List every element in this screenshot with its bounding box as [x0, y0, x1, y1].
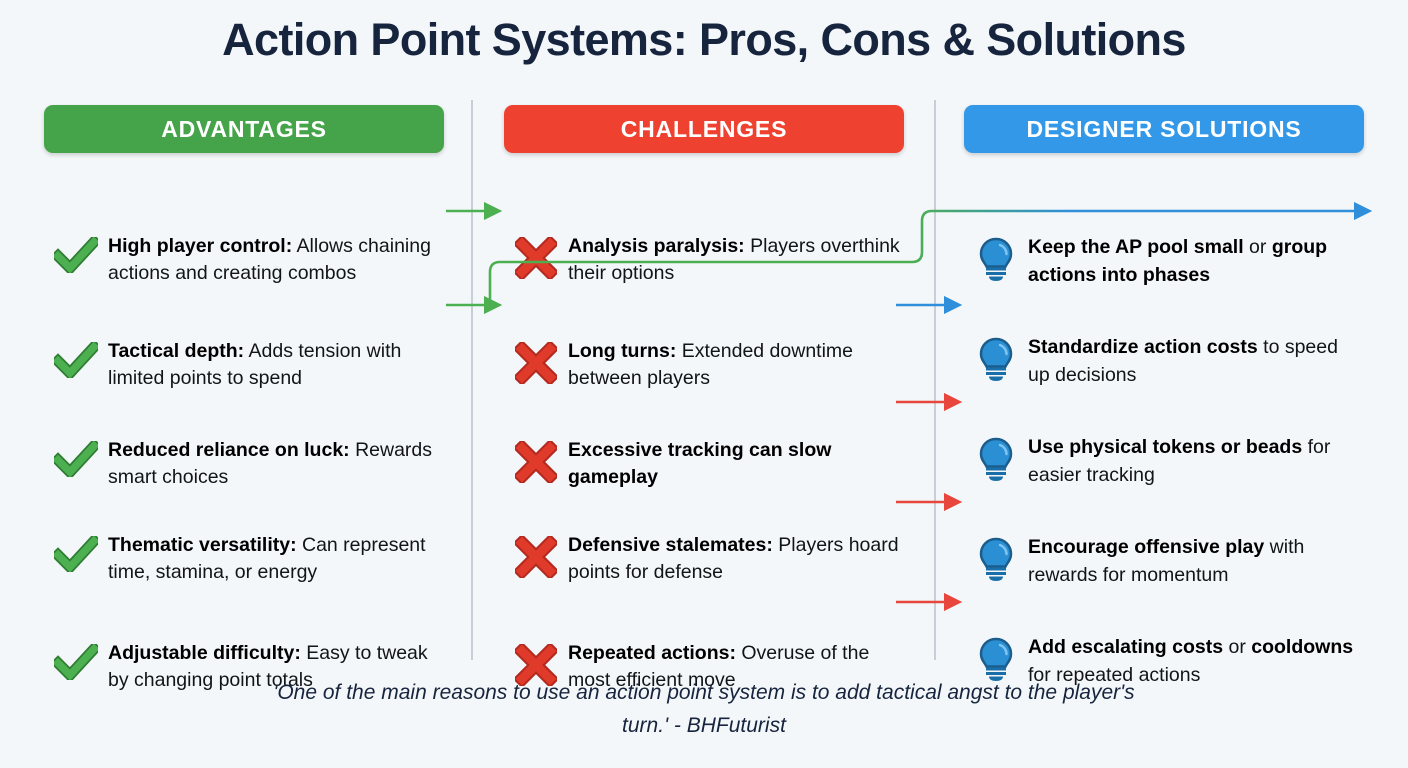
list-item: Encourage offensive play with rewards fo…: [964, 533, 1364, 589]
list-item: High player control: Allows chaining act…: [44, 233, 444, 287]
list-item-text: Add escalating costs or cooldowns for re…: [1028, 636, 1354, 686]
list-item-text: Reduced reliance on luck: Rewards smart …: [108, 439, 433, 488]
check-icon: [44, 640, 108, 680]
column-header-advantages: ADVANTAGES: [44, 105, 444, 153]
lightbulb-icon: [964, 533, 1028, 581]
column-solutions: DESIGNER SOLUTIONS Keep the AP pool smal…: [964, 105, 1364, 686]
lightbulb-icon: [964, 333, 1028, 381]
list-item-text: Repeated actions: Overuse of the most ef…: [568, 642, 870, 691]
list-item: Excessive tracking can slow gameplay: [504, 437, 904, 491]
list-item-text: Excessive tracking can slow gameplay: [568, 439, 832, 488]
column-advantages: ADVANTAGES High player control: Allows c…: [44, 105, 444, 691]
list-item: Thematic versatility: Can represent time…: [44, 532, 444, 586]
list-item: Keep the AP pool small or group actions …: [964, 233, 1364, 289]
list-item-text: High player control: Allows chaining act…: [108, 235, 431, 284]
list-item-text: Standardize action costs to speed up dec…: [1028, 336, 1338, 386]
check-icon: [44, 532, 108, 572]
list-item: Repeated actions: Overuse of the most ef…: [504, 640, 904, 694]
column-header-challenges: CHALLENGES: [504, 105, 904, 153]
list-item: Adjustable difficulty: Easy to tweak by …: [44, 640, 444, 694]
list-item-text: Thematic versatility: Can represent time…: [108, 534, 426, 583]
cross-icon: [504, 233, 568, 279]
column-challenges: CHALLENGES Analysis paralysis: Players o…: [504, 105, 904, 691]
list-item-text: Adjustable difficulty: Easy to tweak by …: [108, 642, 428, 691]
list-item: Long turns: Extended downtime between pl…: [504, 338, 904, 392]
check-icon: [44, 338, 108, 378]
list-item-text: Tactical depth: Adds tension with limite…: [108, 340, 402, 389]
list-item: Reduced reliance on luck: Rewards smart …: [44, 437, 444, 491]
list-item: Add escalating costs or cooldowns for re…: [964, 633, 1364, 689]
column-divider-right: [934, 100, 936, 660]
column-header-solutions: DESIGNER SOLUTIONS: [964, 105, 1364, 153]
list-item: Standardize action costs to speed up dec…: [964, 333, 1364, 389]
list-item: Analysis paralysis: Players overthink th…: [504, 233, 904, 287]
column-divider-left: [471, 100, 473, 660]
cross-icon: [504, 640, 568, 686]
list-item-text: Analysis paralysis: Players overthink th…: [568, 235, 900, 284]
lightbulb-icon: [964, 233, 1028, 281]
lightbulb-icon: [964, 633, 1028, 681]
list-item-text: Keep the AP pool small or group actions …: [1028, 236, 1328, 286]
check-icon: [44, 233, 108, 273]
lightbulb-icon: [964, 433, 1028, 481]
list-item: Tactical depth: Adds tension with limite…: [44, 338, 444, 392]
check-icon: [44, 437, 108, 477]
list-item-text: Use physical tokens or beads for easier …: [1028, 436, 1331, 486]
list-item: Use physical tokens or beads for easier …: [964, 433, 1364, 489]
list-item: Defensive stalemates: Players hoard poin…: [504, 532, 904, 586]
list-item-text: Long turns: Extended downtime between pl…: [568, 340, 854, 389]
cross-icon: [504, 338, 568, 384]
cross-icon: [504, 437, 568, 483]
cross-icon: [504, 532, 568, 578]
list-item-text: Defensive stalemates: Players hoard poin…: [568, 534, 899, 583]
footer-quote: 'One of the main reasons to use an actio…: [273, 681, 1135, 737]
page-title: Action Point Systems: Pros, Cons & Solut…: [222, 14, 1186, 65]
list-item-text: Encourage offensive play with rewards fo…: [1028, 536, 1305, 586]
